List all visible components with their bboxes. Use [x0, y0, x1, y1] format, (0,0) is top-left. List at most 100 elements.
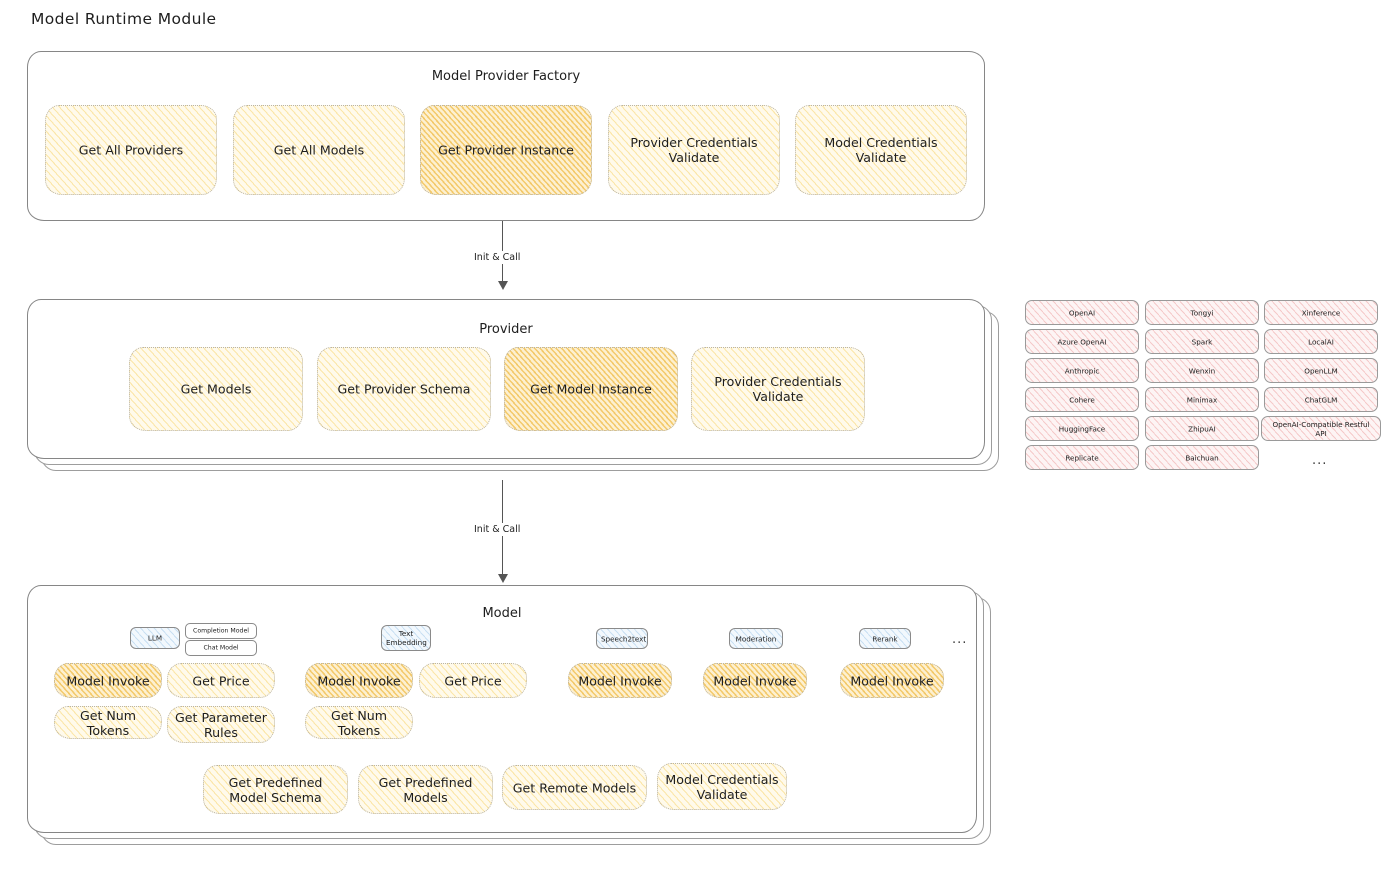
provider-pill-label: LocalAI [1308, 337, 1334, 346]
provider-pill-cohere[interactable]: Cohere [1025, 387, 1139, 412]
provider-box-label: Provider Credentials Validate [714, 374, 842, 404]
model-subtype-label: Completion Model [193, 627, 249, 635]
provider-pill-label: OpenLLM [1304, 366, 1338, 375]
provider-box-provider-credentials-validate[interactable]: Provider Credentials Validate [691, 347, 865, 431]
common-op-get-predefined-models[interactable]: Get Predefined Models [358, 765, 493, 814]
page-title: Model Runtime Module [31, 10, 217, 28]
op-label: Get Predefined Models [378, 774, 473, 805]
model-type-label: LLM [147, 633, 163, 643]
llm-op-get-price[interactable]: Get Price [167, 663, 275, 698]
model-type-label: Moderation [735, 634, 777, 643]
op-label: Get Price [192, 673, 250, 688]
provider-pill-label: ZhipuAI [1188, 424, 1216, 433]
model-type-llm[interactable]: LLM [130, 627, 180, 649]
factory-box-get-all-models[interactable]: Get All Models [233, 105, 405, 195]
op-label: Model Invoke [317, 673, 401, 688]
op-label: Get Remote Models [512, 780, 637, 795]
llm-op-model-invoke[interactable]: Model Invoke [54, 663, 162, 698]
provider-pill-label: Azure OpenAI [1057, 337, 1107, 346]
provider-box-get-model-instance[interactable]: Get Model Instance [504, 347, 678, 431]
op-label: Model Invoke [66, 673, 150, 688]
provider-pill-label: Wenxin [1188, 366, 1216, 375]
rerank-op-model-invoke[interactable]: Model Invoke [840, 663, 944, 698]
op-label: Model Invoke [850, 673, 934, 688]
op-label: Model Invoke [578, 673, 662, 688]
model-type-text-embedding[interactable]: Text Embedding [381, 625, 431, 651]
model-types-more-ellipsis: ... [952, 632, 968, 647]
factory-box-label: Get All Providers [78, 142, 184, 158]
factory-box-label: Provider Credentials Validate [630, 135, 758, 165]
provider-pill-localai[interactable]: LocalAI [1264, 329, 1378, 354]
provider-pill-label: Minimax [1186, 395, 1218, 404]
factory-panel-title: Model Provider Factory [431, 69, 581, 84]
arrow-factory-to-provider-label: Init & Call [470, 251, 525, 264]
llm-op-get-parameter-rules[interactable]: Get Parameter Rules [167, 706, 275, 743]
provider-box-label: Get Model Instance [530, 381, 652, 397]
model-type-label: Text Embedding [386, 629, 427, 647]
provider-pill-spark[interactable]: Spark [1145, 329, 1259, 354]
provider-pill-label: Xinference [1301, 308, 1341, 317]
factory-box-model-credentials-validate[interactable]: Model Credentials Validate [795, 105, 967, 195]
model-subtype-completion-model[interactable]: Completion Model [185, 623, 257, 639]
provider-pill-zhipuai[interactable]: ZhipuAI [1145, 416, 1259, 441]
model-type-rerank[interactable]: Rerank [859, 628, 911, 649]
provider-pill-label: OpenAI-Compatible Restful API [1272, 419, 1370, 438]
provider-pill-tongyi[interactable]: Tongyi [1145, 300, 1259, 325]
arrow-factory-to-provider-head [498, 281, 508, 290]
provider-pill-minimax[interactable]: Minimax [1145, 387, 1259, 412]
model-type-speech2text[interactable]: Speech2text [596, 628, 648, 649]
embedding-op-get-num-tokens[interactable]: Get Num Tokens [305, 706, 413, 739]
factory-box-get-provider-instance[interactable]: Get Provider Instance [420, 105, 592, 195]
moderation-op-model-invoke[interactable]: Model Invoke [703, 663, 807, 698]
model-subtype-chat-model[interactable]: Chat Model [185, 640, 257, 656]
factory-box-label: Model Credentials Validate [824, 135, 938, 165]
provider-box-label: Get Provider Schema [337, 381, 471, 397]
factory-box-label: Get Provider Instance [438, 142, 574, 158]
provider-pill-openllm[interactable]: OpenLLM [1264, 358, 1378, 383]
factory-box-get-all-providers[interactable]: Get All Providers [45, 105, 217, 195]
provider-pill-chatglm[interactable]: ChatGLM [1264, 387, 1378, 412]
factory-box-provider-credentials-validate[interactable]: Provider Credentials Validate [608, 105, 780, 195]
provider-pill-label: Baichuan [1185, 453, 1219, 462]
speech2text-op-model-invoke[interactable]: Model Invoke [568, 663, 672, 698]
provider-pill-huggingface[interactable]: HuggingFace [1025, 416, 1139, 441]
model-panel-title: Model [482, 606, 522, 621]
provider-panel-title: Provider [479, 322, 533, 337]
op-label: Model Credentials Validate [665, 771, 779, 802]
model-subtype-label: Chat Model [203, 644, 239, 652]
provider-pill-xinference[interactable]: Xinference [1264, 300, 1378, 325]
embedding-op-get-price[interactable]: Get Price [419, 663, 527, 698]
provider-pill-label: Cohere [1069, 395, 1095, 404]
op-label: Get Num Tokens [330, 707, 388, 738]
common-op-get-remote-models[interactable]: Get Remote Models [502, 765, 647, 810]
provider-pill-openai[interactable]: OpenAI [1025, 300, 1139, 325]
model-type-label: Rerank [872, 634, 898, 643]
provider-box-label: Get Models [180, 381, 252, 397]
arrow-provider-to-model-head [498, 574, 508, 583]
op-label: Get Predefined Model Schema [228, 774, 323, 805]
provider-box-get-provider-schema[interactable]: Get Provider Schema [317, 347, 491, 431]
provider-pill-label: ChatGLM [1304, 395, 1338, 404]
op-label: Get Price [444, 673, 502, 688]
model-type-moderation[interactable]: Moderation [729, 628, 783, 649]
provider-pill-label: Replicate [1065, 453, 1099, 462]
provider-pill-openai-compatible-restful-api[interactable]: OpenAI-Compatible Restful API [1261, 416, 1381, 441]
provider-pill-label: OpenAI [1068, 308, 1096, 317]
embedding-op-model-invoke[interactable]: Model Invoke [305, 663, 413, 698]
provider-pill-wenxin[interactable]: Wenxin [1145, 358, 1259, 383]
common-op-model-credentials-validate[interactable]: Model Credentials Validate [657, 763, 787, 810]
op-label: Get Parameter Rules [175, 709, 267, 740]
factory-box-label: Get All Models [273, 142, 365, 158]
common-op-get-predefined-model-schema[interactable]: Get Predefined Model Schema [203, 765, 348, 814]
arrow-provider-to-model-label: Init & Call [470, 523, 525, 536]
provider-list-more-ellipsis: ... [1312, 453, 1328, 468]
provider-pill-baichuan[interactable]: Baichuan [1145, 445, 1259, 470]
provider-box-get-models[interactable]: Get Models [129, 347, 303, 431]
provider-pill-replicate[interactable]: Replicate [1025, 445, 1139, 470]
provider-pill-azure-openai[interactable]: Azure OpenAI [1025, 329, 1139, 354]
op-label: Get Num Tokens [79, 707, 137, 738]
provider-pill-label: Anthropic [1064, 366, 1100, 375]
provider-pill-anthropic[interactable]: Anthropic [1025, 358, 1139, 383]
llm-op-get-num-tokens[interactable]: Get Num Tokens [54, 706, 162, 739]
model-type-label: Speech2text [601, 634, 647, 643]
